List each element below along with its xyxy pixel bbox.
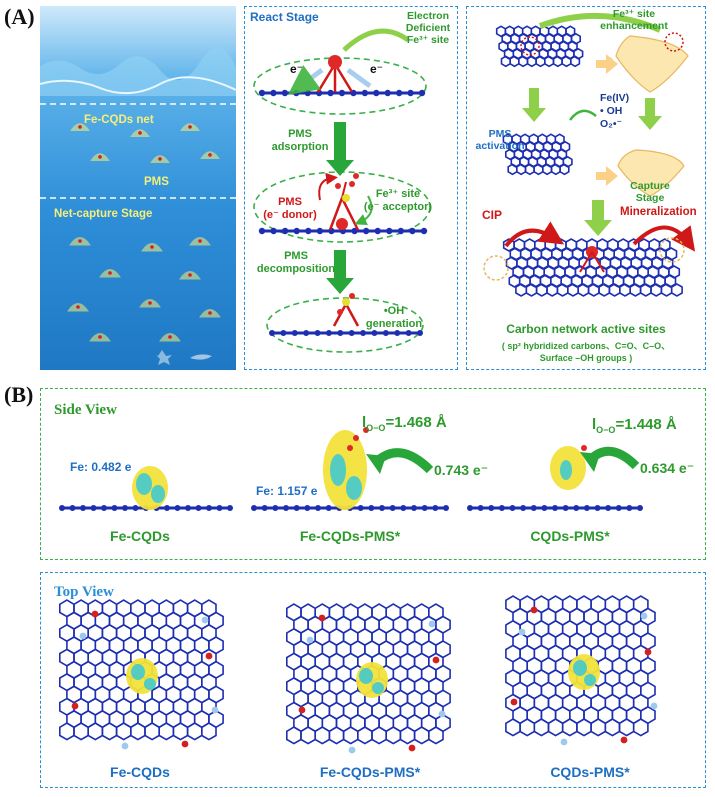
- water-scene: Fe-CQDs net PMS Net-capture Stage: [40, 6, 236, 370]
- carbon-network-subtitle: ( sp² hybridized carbons、C=O、C–O、 Surfac…: [501, 341, 671, 363]
- bond-length-cqds-pms: lO−O=1.448 Å: [592, 416, 677, 435]
- panel-a-label: (A): [4, 4, 35, 29]
- fe-acceptor-label: Fe³⁺ site (e⁻ acceptor): [363, 188, 433, 213]
- pms-adsorption-label: PMS adsorption: [271, 128, 329, 153]
- bond-length-fe-cqds-pms: lO−O=1.468 Å: [362, 414, 447, 433]
- side-view-title: Side View: [54, 402, 117, 418]
- pms-activation-label: PMS activation: [475, 128, 525, 152]
- oh-generation-label: •OH generation: [365, 305, 423, 330]
- side-view-frame: [40, 388, 706, 560]
- fe-charge-fe-cqds: Fe: 0.482 e: [70, 460, 132, 474]
- fe-site-enhancement-label: Fe³⁺ site enhancement: [600, 8, 668, 32]
- top-view-title: Top View: [54, 584, 114, 600]
- activation-frame: [466, 6, 706, 370]
- charge-transfer-fe-cqds-pms: 0.743 e⁻: [434, 462, 489, 478]
- side-name-fe-cqds-pms: Fe-CQDs-PMS*: [299, 528, 401, 544]
- electron-deficient-label: Electron Deficient Fe³⁺ site: [405, 10, 451, 46]
- reactive-species-label: Fe(IV) • OH O₂•⁻: [600, 92, 630, 130]
- fe-charge-fe-cqds-pms: Fe: 1.157 e: [256, 484, 318, 498]
- pms-decomposition-label: PMS decomposition: [256, 250, 336, 275]
- pms-label: PMS: [144, 176, 169, 188]
- water-scene-graphic: [40, 6, 236, 370]
- react-stage-frame: [244, 6, 458, 370]
- cip-label: CIP: [482, 208, 503, 222]
- charge-transfer-cqds-pms: 0.634 e⁻: [640, 460, 695, 476]
- top-name-fe-cqds-pms: Fe-CQDs-PMS*: [319, 764, 421, 780]
- react-stage-title: React Stage: [250, 10, 319, 24]
- top-name-cqds-pms: CQDs-PMS*: [550, 764, 630, 780]
- top-view-frame: [40, 572, 706, 788]
- capture-stage-label: Capture Stage: [630, 180, 670, 204]
- lower-nets: [67, 237, 221, 342]
- carbon-network-title: Carbon network active sites: [506, 322, 666, 336]
- electron-label-right: e⁻: [370, 62, 384, 76]
- panel-b-label: (B): [4, 382, 34, 407]
- mineralization-label: Mineralization: [620, 206, 697, 218]
- side-name-fe-cqds: Fe-CQDs: [110, 528, 170, 544]
- top-name-fe-cqds: Fe-CQDs: [110, 764, 170, 780]
- side-name-cqds-pms: CQDs-PMS*: [530, 528, 610, 544]
- electron-label-left: e⁻: [290, 62, 304, 76]
- fe-cqds-net-label: Fe-CQDs net: [84, 114, 154, 126]
- pms-donor-label: PMS (e⁻ donor): [263, 196, 317, 221]
- net-capture-stage-label: Net-capture Stage: [54, 208, 153, 220]
- upper-nets: [70, 123, 220, 163]
